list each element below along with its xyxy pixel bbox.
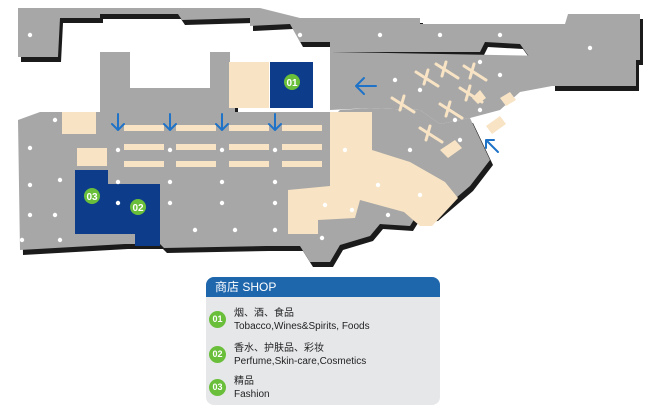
zone-areas [75, 62, 313, 246]
svg-text:02: 02 [132, 203, 144, 214]
legend-item-03: 03 精品 Fashion [209, 375, 434, 401]
marker-dot [219, 179, 225, 185]
badge-01: 01 [209, 311, 226, 328]
marker-dot [272, 200, 278, 206]
marker-dot [587, 45, 593, 51]
marker-dot [115, 147, 121, 153]
legend-item-01: 01 烟、酒、食品 Tobacco,Wines&Spirits, Foods [209, 307, 434, 333]
marker-dot [232, 227, 238, 233]
svg-text:03: 03 [86, 192, 98, 203]
furniture-fixtures [390, 60, 488, 144]
badge-02: 02 [209, 346, 226, 363]
badge-03: 03 [209, 379, 226, 396]
marker-dot [67, 32, 73, 38]
arrow-up-left-icon [485, 139, 499, 153]
marker-dot [452, 117, 458, 123]
floor-plan-map: 01 02 03 [18, 8, 643, 267]
legend-item-en: Perfume,Skin-care,Cosmetics [234, 356, 367, 367]
marker-dot [52, 117, 58, 123]
zone-02-03 [75, 170, 160, 246]
marker-dot [392, 77, 398, 83]
marker-dot [242, 32, 248, 38]
marker-dot [19, 237, 25, 243]
legend-item-en: Fashion [234, 389, 270, 400]
marker-dot [27, 145, 33, 151]
marker-dot [57, 237, 63, 243]
marker-dot [157, 32, 163, 38]
marker-dot [219, 200, 225, 206]
marker-dot [342, 147, 348, 153]
marker-dot [377, 32, 383, 38]
marker-dot [167, 200, 173, 206]
marker-dot [27, 182, 33, 188]
arrow-left-icon [355, 77, 377, 95]
zone-badges: 01 02 03 [84, 74, 300, 215]
marker-dot [52, 212, 58, 218]
marker-dot [457, 137, 463, 143]
legend-title: 商店 SHOP [206, 277, 440, 297]
zone-02-badge: 02 [130, 199, 146, 215]
marker-dot [57, 177, 63, 183]
marker-dot [27, 212, 33, 218]
marker-dot [375, 182, 381, 188]
arrow-down-icon [111, 113, 125, 131]
legend-item-en: Tobacco,Wines&Spirits, Foods [234, 321, 370, 332]
marker-dot [297, 32, 303, 38]
marker-dot [115, 179, 121, 185]
marker-dot [197, 32, 203, 38]
marker-dot [417, 87, 423, 93]
zone-03-badge: 03 [84, 188, 100, 204]
marker-dot [272, 179, 278, 185]
arrow-down-icon [215, 113, 229, 131]
marker-dot [272, 227, 278, 233]
store-counters [62, 62, 516, 234]
marker-dot [407, 147, 413, 153]
arrow-down-icon [163, 113, 177, 131]
direction-arrows [111, 77, 499, 153]
shop-legend: 商店 SHOP 01 烟、酒、食品 Tobacco,Wines&Spirits,… [206, 277, 440, 405]
zone-01-badge: 01 [284, 74, 300, 90]
marker-dot [477, 59, 483, 65]
white-dot-markers [19, 32, 593, 243]
legend-item-02: 02 香水、护肤品、彩妆 Perfume,Skin-care,Cosmetics [209, 342, 434, 368]
marker-dot [272, 147, 278, 153]
marker-dot [497, 32, 503, 38]
marker-dot [417, 192, 423, 198]
marker-dot [167, 179, 173, 185]
svg-text:01: 01 [286, 78, 298, 89]
marker-dot [219, 147, 225, 153]
marker-dot [322, 202, 328, 208]
marker-dot [385, 212, 391, 218]
marker-dot [192, 227, 198, 233]
marker-dot [117, 32, 123, 38]
marker-dot [27, 32, 33, 38]
marker-dot [167, 147, 173, 153]
marker-dot [115, 200, 121, 206]
legend-item-cn: 香水、护肤品、彩妆 [234, 343, 324, 354]
legend-item-cn: 精品 [234, 376, 254, 387]
marker-dot [477, 107, 483, 113]
marker-dot [437, 32, 443, 38]
legend-item-cn: 烟、酒、食品 [234, 308, 294, 319]
marker-dot [349, 207, 355, 213]
arrow-down-icon [268, 113, 282, 131]
marker-dot [319, 235, 325, 241]
marker-dot [497, 72, 503, 78]
